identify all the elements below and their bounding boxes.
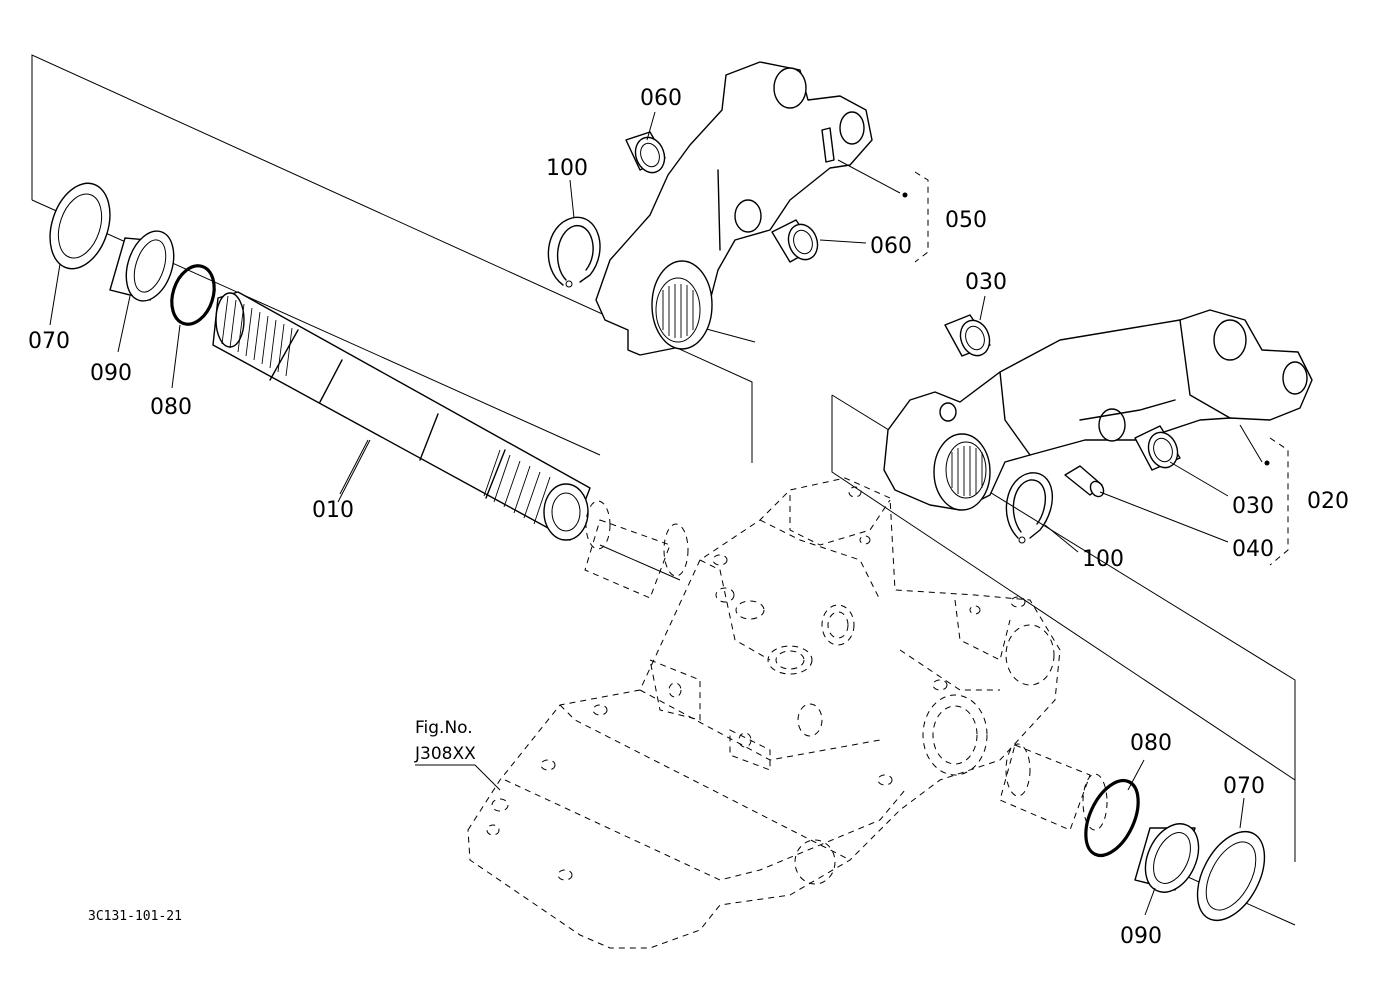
label-010: 010 xyxy=(312,498,354,523)
circlip-100-lower xyxy=(1005,472,1054,544)
pin-040 xyxy=(1064,465,1105,498)
thrust-washer-070-left xyxy=(49,182,111,270)
bushing-030-lower xyxy=(1134,425,1181,471)
assembly-brackets xyxy=(914,171,1289,566)
label-080-left: 080 xyxy=(150,395,192,420)
circlip-100-upper xyxy=(547,216,601,288)
lift-arm-020 xyxy=(883,309,1313,511)
o-ring-080-right xyxy=(1084,778,1140,858)
label-090-right: 090 xyxy=(1120,924,1162,949)
part-labels: 010 020 030 030 040 050 060 060 070 070 … xyxy=(28,86,1349,949)
label-070-left: 070 xyxy=(28,329,70,354)
label-090-left: 090 xyxy=(90,361,132,386)
label-050: 050 xyxy=(945,208,987,233)
bushing-090-left xyxy=(109,230,175,302)
bushing-060-lower xyxy=(771,219,819,263)
arm-050-spline xyxy=(662,284,694,338)
fig-ref-line1: Fig.No. xyxy=(415,718,473,738)
label-070-right: 070 xyxy=(1223,774,1265,799)
figure-reference: Fig.No. J308XX xyxy=(414,718,476,764)
label-020: 020 xyxy=(1307,489,1349,514)
drawing-code: 3C131-101-21 xyxy=(88,909,182,924)
leader-lines xyxy=(49,111,1270,916)
label-060-lower: 060 xyxy=(870,234,912,259)
label-080-right: 080 xyxy=(1130,731,1172,756)
housing-bushing-left xyxy=(584,500,689,599)
label-100-upper: 100 xyxy=(546,156,588,181)
bushing-090-right xyxy=(1134,823,1200,893)
fig-ref-line2: J308XX xyxy=(414,744,476,764)
label-030-lower: 030 xyxy=(1232,494,1274,519)
o-ring-080-left xyxy=(170,264,216,326)
spline-left xyxy=(221,295,293,377)
arm-020-spline xyxy=(951,446,983,496)
bushing-060-upper xyxy=(625,131,666,174)
label-040: 040 xyxy=(1232,537,1274,562)
label-100-lower: 100 xyxy=(1082,547,1124,572)
spline-right xyxy=(483,449,551,525)
thrust-washer-070-right xyxy=(1196,830,1266,922)
label-060-upper: 060 xyxy=(640,86,682,111)
bushing-030-upper xyxy=(944,314,991,357)
label-030-upper: 030 xyxy=(965,270,1007,295)
lift-arm-050 xyxy=(595,61,873,356)
lift-shaft-010 xyxy=(212,291,591,541)
housing-bushing-right xyxy=(999,743,1108,831)
hydraulic-housing xyxy=(467,477,1061,949)
